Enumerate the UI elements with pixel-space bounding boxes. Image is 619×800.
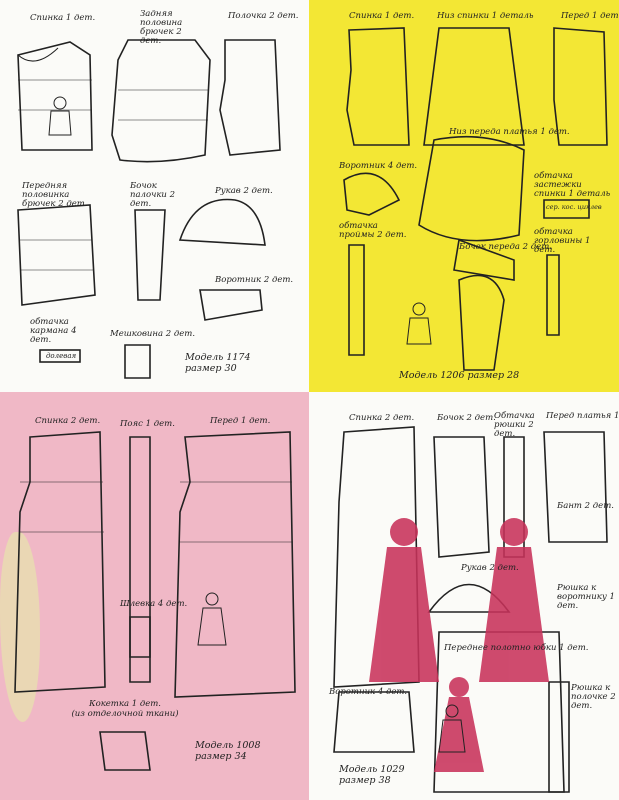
label-gusset: Мешковина 2 дет. [110, 329, 196, 339]
label-oblique: сер. кос. циклев [546, 203, 602, 211]
label-pocket-note: (из отделочной ткани) [71, 709, 179, 719]
label-ruffle3: Рюшка к полочке 2 дет. [571, 683, 616, 711]
child-figure-icon [438, 704, 466, 753]
pattern-panel-model-1206: Спинка 1 дет. Низ спинки 1 деталь Перед … [309, 0, 619, 392]
model-size: размер 34 [195, 751, 247, 762]
label-front-skirt: Низ переда платья 1 дет. [449, 127, 570, 137]
label-back: Спинка 1 дет. [349, 11, 415, 21]
pattern-panel-model-1008: Спинка 2 дет. Пояс 1 дет. Перед 1 дет. Ш… [0, 392, 309, 800]
label-back: Спинка 1 дет. [30, 13, 96, 23]
label-sleeve: Рукав 2 дет. [461, 563, 519, 573]
label-front: Перед 1 дет. [561, 11, 619, 21]
label-front-trousers: Передняя половинка брючек 2 дет. [22, 181, 88, 209]
pattern-drawing-1029 [333, 426, 608, 793]
model-size: размер 30 [185, 363, 237, 374]
label-strip: Полочка 2 дет. [228, 11, 299, 21]
model-number: Модель 1029 [339, 764, 405, 775]
pattern-drawing-1174 [17, 39, 281, 379]
child-figure-icon [406, 302, 432, 345]
label-collar: Воротник 4 дет. [339, 161, 418, 171]
pattern-panel-model-1174: Спинка 1 дет. Задняя половина брючек 2 д… [0, 0, 309, 392]
label-collar: Воротник 4 дет. [329, 687, 408, 697]
label-sleeve: Рукав 2 дет. [215, 186, 273, 196]
label-front: Перед 1 дет. [210, 416, 271, 426]
model-caption: Модель 1029 размер 38 [339, 764, 405, 786]
label-ruffle: Обтачка рюшки 2 дет. [494, 411, 535, 439]
label-ruffle2: Рюшка к воротнику 1 дет. [557, 583, 615, 611]
label-bow: Бант 2 дет. [557, 501, 614, 511]
label-side: Бочок 2 дет. [437, 413, 496, 423]
child-figure-icon [197, 592, 227, 646]
pattern-drawing-1206 [343, 27, 608, 371]
model-caption: Модель 1008 размер 34 [195, 740, 261, 762]
label-front-bottom: Переднее полотно юбки 1 дет. [444, 643, 589, 653]
label-pocket-facing: обтачка кармана 4 дет. [30, 317, 77, 345]
model-caption: Модель 1206 размер 28 [399, 370, 520, 381]
label-back-skirt: Низ спинки 1 деталь [437, 11, 534, 21]
label-strap: Шлевка 4 дет. [120, 599, 188, 609]
label-side-pocket: Бочок палочки 2 дет. [130, 181, 176, 209]
label-neck-facing: обтачка горловины 1 дет. [534, 227, 591, 255]
label-side-front: Бочок переда 2 дет. [459, 242, 552, 252]
label-collar: Воротник 2 дет. [215, 275, 294, 285]
pattern-drawing-1008 [14, 431, 296, 771]
child-figure-icon [48, 96, 72, 136]
label-belt: Пояс 1 дет. [120, 419, 175, 429]
label-front: Перед платья 1 дет. [546, 411, 619, 421]
red-silhouettes [369, 518, 549, 772]
label-grain: долевая [46, 352, 77, 360]
label-pocket: Кокетка 1 дет. [89, 699, 161, 709]
model-size: размер 38 [339, 775, 391, 786]
label-back: Спинка 2 дет. [349, 413, 415, 423]
label-fastener-facing: обтачка застежки спинки 1 деталь [534, 171, 611, 199]
label-armhole-facing: обтачка проймы 2 дет. [339, 221, 407, 240]
model-number: Модель 1174 [185, 352, 251, 363]
model-number: Модель 1008 [195, 740, 261, 751]
label-back: Спинка 2 дет. [35, 416, 101, 426]
label-back-trousers: Задняя половина брючек 2 дет. [140, 9, 183, 46]
pattern-panel-model-1029: Спинка 2 дет. Бочок 2 дет. Обтачка рюшки… [309, 392, 619, 800]
model-caption: Модель 1174 размер 30 [185, 352, 251, 374]
